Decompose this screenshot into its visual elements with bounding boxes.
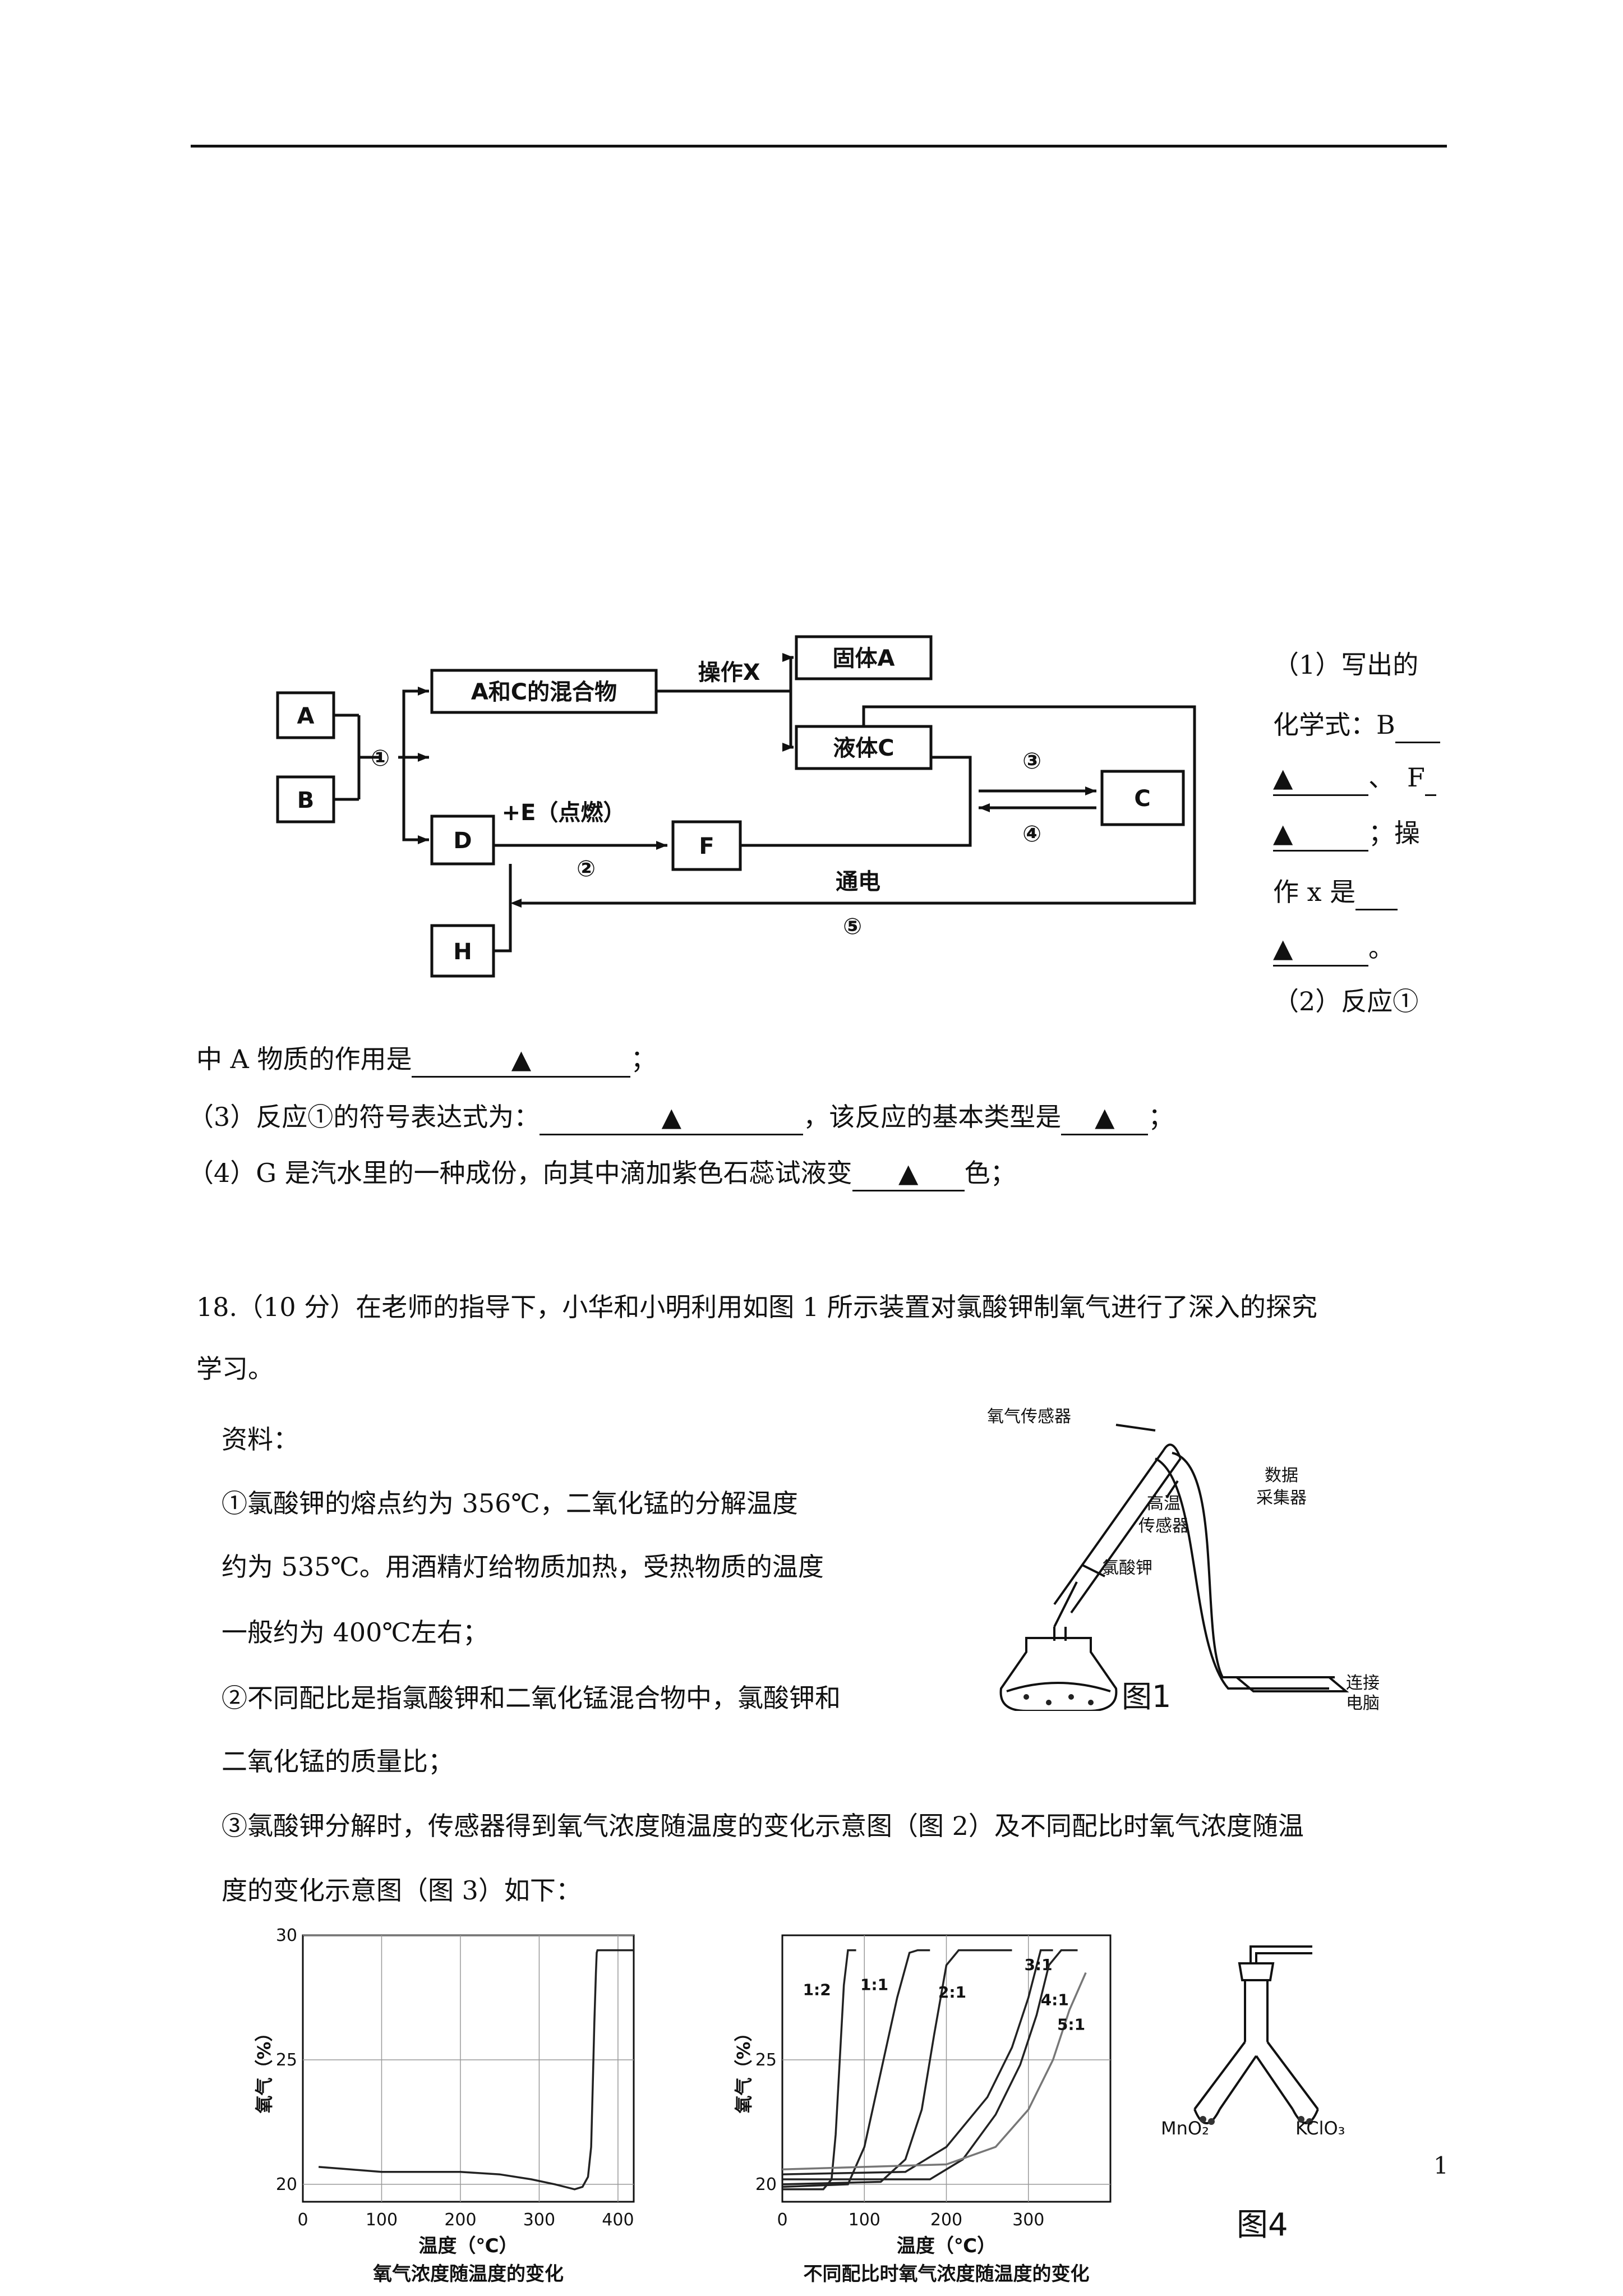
box-f-label: F [699, 834, 714, 859]
step-5-label: ⑤ [843, 914, 862, 940]
y-tick-label: 20 [276, 2175, 297, 2194]
x-axis-label: 温度（℃） [897, 2235, 996, 2257]
question-3-line: （3）反应①的符号表达式为：▲，该反应的基本类型是▲； [188, 1100, 1174, 1135]
chart-caption: 氧气浓度随温度的变化 [373, 2263, 564, 2285]
series-line [782, 1949, 1053, 2175]
x-tick-label: 0 [297, 2210, 308, 2230]
box-a-label: A [297, 703, 315, 729]
step-3-label: ③ [1022, 748, 1041, 774]
series-label: 2:1 [938, 1983, 966, 2001]
step-1-label: ① [371, 746, 390, 771]
box-c-label: C [1134, 786, 1150, 812]
power-label: 通电 [836, 869, 880, 895]
figure-2-chart: 0 100 200 300 400 20 25 30 温度（℃） 氧气（%） 氧气浓度随温度的变化 [253, 1926, 635, 2285]
page-number: 1 [1433, 2152, 1449, 2179]
x-tick-label: 100 [849, 2210, 880, 2230]
plus-e-label: +E（点燃） [502, 800, 626, 826]
fig1-temp-sensor-label-1: 高温 [1147, 1494, 1181, 1513]
op-x-label: 操作X [698, 660, 760, 685]
series-line [318, 1949, 634, 2191]
right-col-line-4: ▲；操 [1273, 816, 1420, 852]
fig1-oxygen-sensor-label: 氧气传感器 [987, 1407, 1071, 1427]
x-tick-label: 100 [366, 2210, 398, 2230]
fig1-temp-sensor-label-2: 传感器 [1138, 1516, 1189, 1536]
figure-4-y-tube: MnO₂ KClO₃ 图4 [1161, 1945, 1345, 2243]
x-tick-label: 400 [602, 2210, 634, 2230]
step-4-label: ④ [1022, 821, 1041, 847]
figure-1-caption: 图1 [1122, 1679, 1172, 1714]
y-tick-label: 25 [276, 2050, 297, 2070]
x-tick-label: 300 [523, 2210, 555, 2230]
x-tick-label: 200 [930, 2210, 962, 2230]
series-label: 4:1 [1041, 1990, 1069, 2009]
chart-caption: 不同配比时氧气浓度随温度的变化 [804, 2263, 1090, 2285]
fig4-mno2-label: MnO₂ [1161, 2118, 1209, 2139]
y-tick-label: 25 [755, 2050, 777, 2070]
q18-line-1: 18.（10 分）在老师的指导下，小华和小明利用如图 1 所示装置对氯酸钾制氧气… [196, 1292, 1317, 1322]
y-tick-label: 20 [755, 2175, 777, 2194]
box-solid-label: 固体A [833, 646, 895, 671]
y-tick-label: 30 [276, 1926, 297, 1945]
reference-2a: ②不同配比是指氯酸钾和二氧化锰混合物中，氯酸钾和 [222, 1683, 841, 1713]
series-label: 5:1 [1057, 2016, 1085, 2034]
question-2-line: 中 A 物质的作用是▲； [196, 1042, 656, 1078]
y-axis-label: 氧气（%） [253, 2023, 275, 2113]
reference-3a: ③氯酸钾分解时，传感器得到氧气浓度随温度的变化示意图（图 2）及不同配比时氧气浓… [222, 1811, 1304, 1841]
y-axis-label: 氧气（%） [733, 2023, 754, 2113]
box-liquid-label: 液体C [833, 735, 894, 761]
fig4-kclo3-label: KClO₃ [1295, 2118, 1345, 2139]
fig1-pc-label-1: 连接 [1346, 1673, 1380, 1693]
right-col-line-6: ▲。 [1273, 931, 1394, 967]
reference-2b: 二氧化锰的质量比； [222, 1746, 454, 1777]
right-col-line-3: ▲、 F​ [1273, 761, 1436, 796]
step-2-label: ② [577, 856, 596, 882]
fig1-collector-label-2: 采集器 [1256, 1488, 1307, 1508]
question-4-line: （4）G 是汽水里的一种成份，向其中滴加紫色石蕊试液变▲色； [188, 1156, 1016, 1191]
reference-3b: 度的变化示意图（图 3）如下： [222, 1875, 582, 1906]
reference-1b: 约为 535℃。用酒精灯给物质加热，受热物质的温度 [222, 1552, 824, 1582]
header-rule [191, 145, 1447, 148]
reference-1c: 一般约为 400℃左右； [222, 1617, 488, 1648]
flowchart-diagram: A B A和C的混合物 固体A 液体C C D F H 操作X +E（点燃） 通… [276, 635, 1196, 978]
box-h-label: H [453, 939, 472, 965]
series-label: 1:1 [860, 1976, 888, 1994]
series-label: 1:2 [803, 1981, 831, 1999]
box-mix-label: A和C的混合物 [471, 679, 617, 705]
x-tick-label: 200 [444, 2210, 476, 2230]
box-d-label: D [453, 828, 472, 854]
x-axis-label: 温度（℃） [418, 2235, 518, 2257]
figure-1-apparatus: 氧气传感器 高温 传感器 氯酸钾 数据 采集器 连接 电脑 [987, 1407, 1380, 1711]
plot-frame [302, 1934, 635, 2203]
right-col-line-2: 化学式：B​ [1273, 708, 1440, 743]
right-col-line-5: 作 x 是​ [1273, 875, 1398, 910]
reference-1a: ①氯酸钾的熔点约为 356℃，二氧化锰的分解温度 [222, 1488, 798, 1519]
series-line [782, 1949, 1078, 2180]
fig1-collector-label-1: 数据 [1265, 1466, 1298, 1485]
figure-4-caption: 图4 [1237, 2207, 1288, 2243]
right-col-line-7: （2）反应① [1273, 986, 1419, 1016]
x-tick-label: 300 [1012, 2210, 1044, 2230]
figure-3-chart: 0 100 200 300 20 25 温度（℃） 氧气（%） 不同配比时氧气浓度随温度的变化 1… [733, 1934, 1112, 2285]
series-line [782, 1949, 856, 2191]
box-b-label: B [297, 788, 315, 813]
q18-line-2: 学习。 [196, 1354, 274, 1384]
series-line [782, 1972, 1087, 2171]
x-tick-label: 0 [777, 2210, 787, 2230]
reference-title: 资料： [222, 1424, 299, 1455]
fig1-kclo3-label: 氯酸钾 [1102, 1558, 1152, 1578]
series-line [782, 1949, 930, 2188]
series-line [782, 1949, 1012, 2185]
fig1-pc-label-2: 电脑 [1346, 1694, 1380, 1711]
right-col-line-1: （1）写出的 [1273, 650, 1419, 680]
